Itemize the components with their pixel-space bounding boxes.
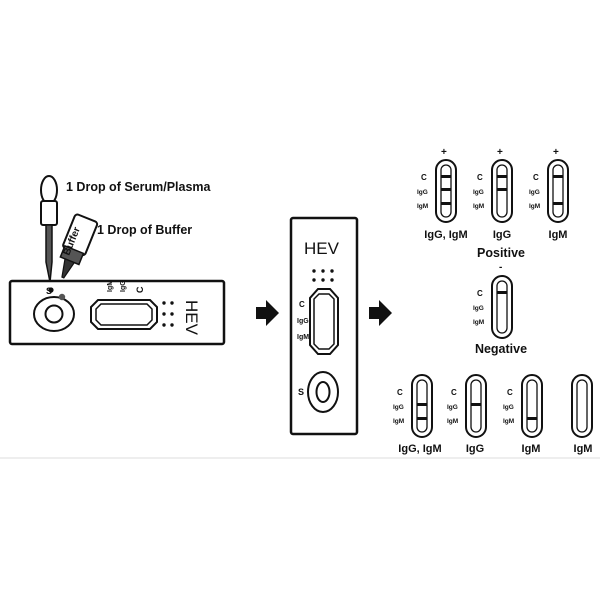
c-label: C	[421, 173, 427, 182]
igm-label: IgM	[417, 203, 428, 210]
igm-label: IgM	[529, 203, 540, 210]
c-label: C	[477, 289, 483, 298]
case-label: IgG	[493, 229, 511, 241]
invalid-case-igg-igm: C IgG IgM IgG, IgM	[393, 374, 442, 455]
sample-well-inner	[44, 304, 64, 324]
positive-case-igm: + C IgG IgM IgM	[529, 147, 569, 241]
step-add-sample: 1 Drop of Serum/Plasma Buffer 1 Drop of …	[8, 175, 226, 346]
s-label-vertical: S	[298, 387, 304, 397]
igg-line	[471, 403, 481, 406]
step-read-result: HEV C IgG IgM S	[289, 216, 359, 436]
dot-grid-vertical	[312, 269, 334, 282]
igg-line	[441, 188, 451, 191]
case-label: IgM	[574, 443, 593, 455]
igm-line	[553, 202, 563, 205]
case-label: IgM	[522, 443, 541, 455]
c-label: C	[451, 388, 457, 397]
arrow-right-icon	[256, 300, 279, 326]
invalid-case-blank: IgM	[571, 374, 593, 455]
c-label: C	[397, 388, 403, 397]
c-line	[441, 175, 451, 178]
igm-line	[441, 202, 451, 205]
igg-label: IgG	[473, 189, 484, 196]
invalid-case-igm: C IgG IgM IgM	[503, 374, 543, 455]
igm-label: IgM	[447, 418, 458, 425]
c-line	[497, 175, 507, 178]
cassette-title: HEV	[304, 239, 340, 258]
c-label: C	[507, 388, 513, 397]
igg-label: IgG	[447, 404, 458, 411]
igm-label: IgM	[473, 319, 484, 326]
positive-heading: Positive	[477, 246, 525, 260]
igm-label: IgM	[473, 203, 484, 210]
igg-label: IgG	[473, 305, 484, 312]
c-label-vertical: C	[299, 300, 305, 309]
case-label: IgG, IgM	[398, 443, 441, 455]
dropper-icon	[40, 175, 58, 283]
igm-label: IgM	[107, 280, 114, 292]
arrow-right-icon	[369, 300, 392, 326]
igg-label-vertical: IgG	[297, 318, 309, 325]
positive-case-igg-igm: + C IgG IgM IgG, IgM	[417, 147, 468, 241]
case-label: IgG	[466, 443, 484, 455]
buffer-bottle-icon	[59, 213, 99, 279]
cassette-title-horizontal: HEV	[182, 300, 201, 336]
plus-sign: +	[497, 147, 503, 158]
igg-label: IgG	[120, 280, 127, 292]
igg-line	[417, 403, 427, 406]
plus-sign: +	[441, 147, 447, 158]
invalid-case-igg: C IgG IgM IgG	[447, 374, 487, 455]
negative-case: - C IgG IgM	[473, 262, 513, 339]
negative-heading: Negative	[475, 342, 527, 356]
igm-label: IgM	[503, 418, 514, 425]
interpretation: + C IgG IgM IgG, IgM + C IgG IgM IgG +	[393, 147, 593, 455]
igm-line	[527, 417, 537, 420]
drop-marker	[48, 287, 54, 293]
igm-label-vertical: IgM	[297, 334, 309, 341]
sample-step-label: 1 Drop of Serum/Plasma	[66, 180, 212, 194]
case-label: IgG, IgM	[424, 229, 467, 241]
igm-label: IgM	[393, 418, 404, 425]
c-line	[553, 175, 563, 178]
buffer-step-label: 1 Drop of Buffer	[97, 223, 192, 237]
igg-label: IgG	[417, 189, 428, 196]
c-label: C	[533, 173, 539, 182]
minus-sign: -	[499, 262, 502, 273]
c-label: C	[135, 286, 145, 293]
c-label: C	[477, 173, 483, 182]
igg-label: IgG	[529, 189, 540, 196]
igg-line	[497, 188, 507, 191]
igg-label: IgG	[503, 404, 514, 411]
igg-label: IgG	[393, 404, 404, 411]
igm-line	[417, 417, 427, 420]
buffer-drop-marker	[58, 293, 66, 301]
c-line	[497, 291, 507, 294]
dot-grid	[162, 301, 174, 327]
case-label: IgM	[549, 229, 568, 241]
plus-sign: +	[553, 147, 559, 158]
positive-case-igg: + C IgG IgM IgG	[473, 147, 513, 241]
